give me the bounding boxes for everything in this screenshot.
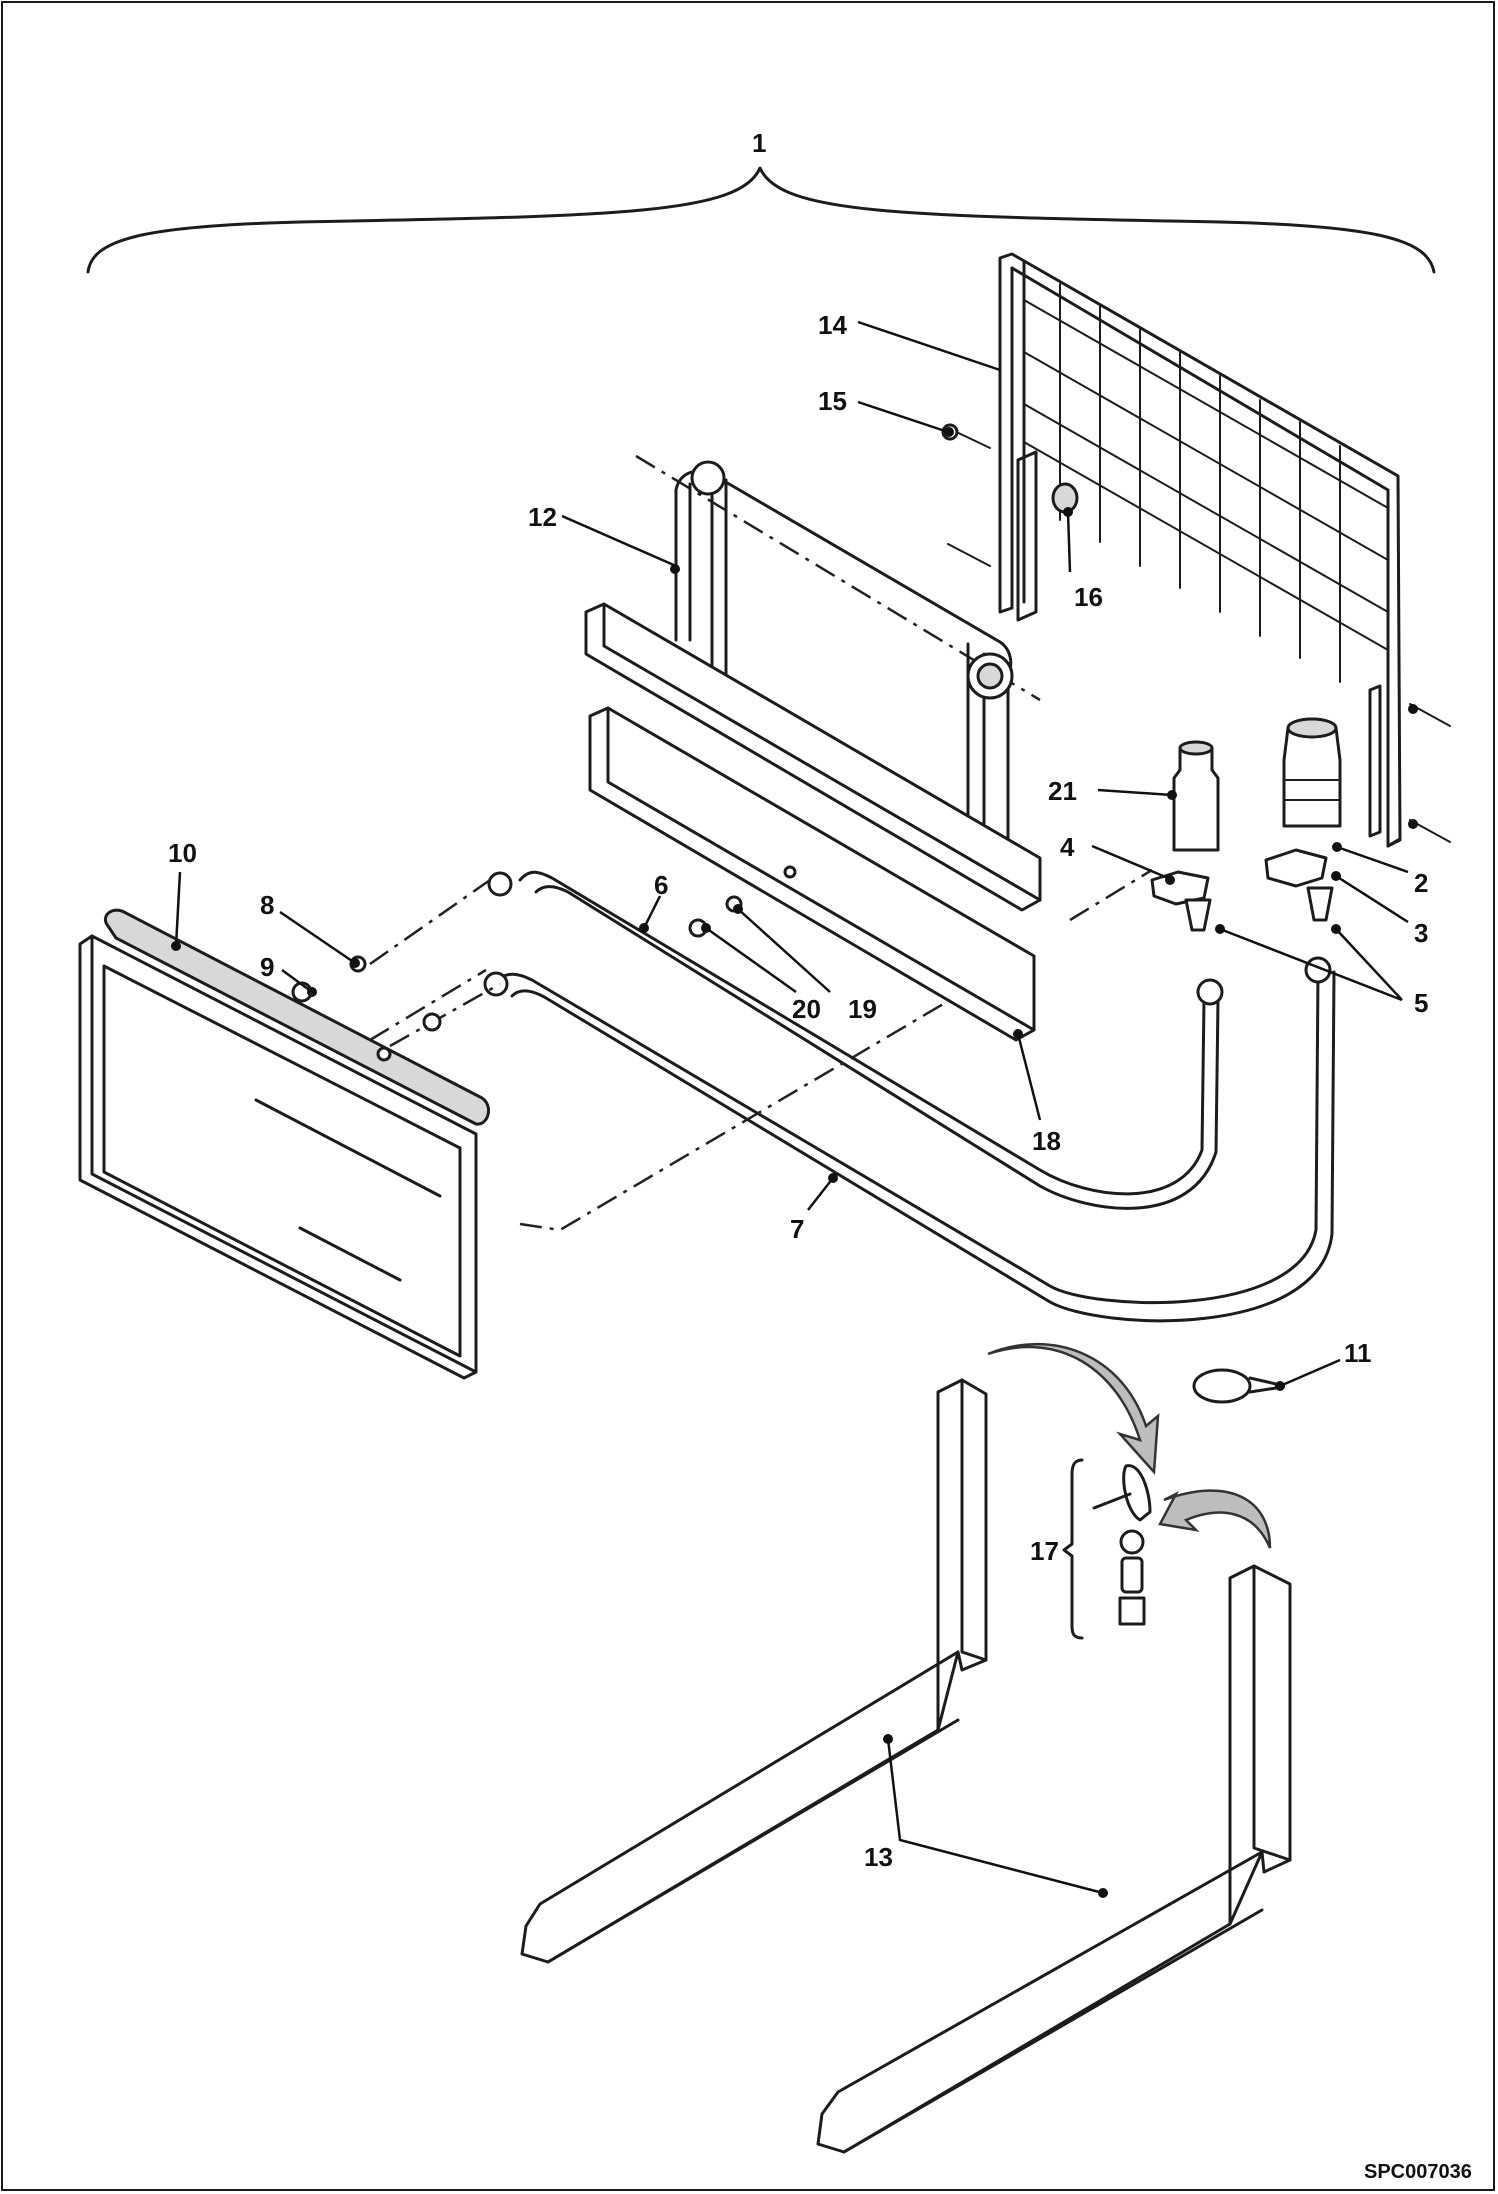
hose-clamp [1192, 1368, 1285, 1404]
assembly-brace [86, 166, 1436, 274]
load-backrest-grille [947, 252, 1451, 848]
callout-11: 11 [1344, 1338, 1372, 1368]
callout-13: 13 [864, 1842, 893, 1872]
fork-carriage [584, 454, 1042, 1042]
callout-18: 18 [1032, 1126, 1061, 1156]
callout-10: 10 [168, 838, 197, 868]
callout-labels: 1 14 15 16 12 21 4 2 3 5 6 10 8 9 20 19 … [168, 128, 1428, 1872]
rotation-arrow-right [1158, 1489, 1272, 1549]
callout-1: 1 [752, 128, 766, 158]
callout-8: 8 [260, 890, 274, 920]
callout-15: 15 [818, 386, 847, 416]
callout-14: 14 [818, 310, 847, 340]
callout-21: 21 [1048, 776, 1077, 806]
callout-17: 17 [1030, 1536, 1059, 1566]
leader-lines [174, 320, 1409, 1895]
callout-16: 16 [1074, 582, 1103, 612]
callout-5: 5 [1414, 988, 1428, 1018]
callout-3: 3 [1414, 918, 1428, 948]
callout-6: 6 [654, 870, 668, 900]
document-id: SPC007036 [1364, 2161, 1472, 2183]
callout-7: 7 [790, 1214, 804, 1244]
callout-19: 19 [848, 994, 877, 1024]
attachment-mounting-plate [78, 908, 491, 1380]
quick-couplers [1150, 717, 1342, 934]
callout-9: 9 [260, 952, 274, 982]
pallet-forks [520, 1378, 1292, 2154]
callout-12: 12 [528, 502, 557, 532]
fork-lock-pin-kit [1062, 1458, 1152, 1640]
callout-20: 20 [792, 994, 821, 1024]
callout-4: 4 [1060, 832, 1075, 862]
rotation-arrow-left [987, 1342, 1160, 1476]
callout-2: 2 [1414, 868, 1428, 898]
